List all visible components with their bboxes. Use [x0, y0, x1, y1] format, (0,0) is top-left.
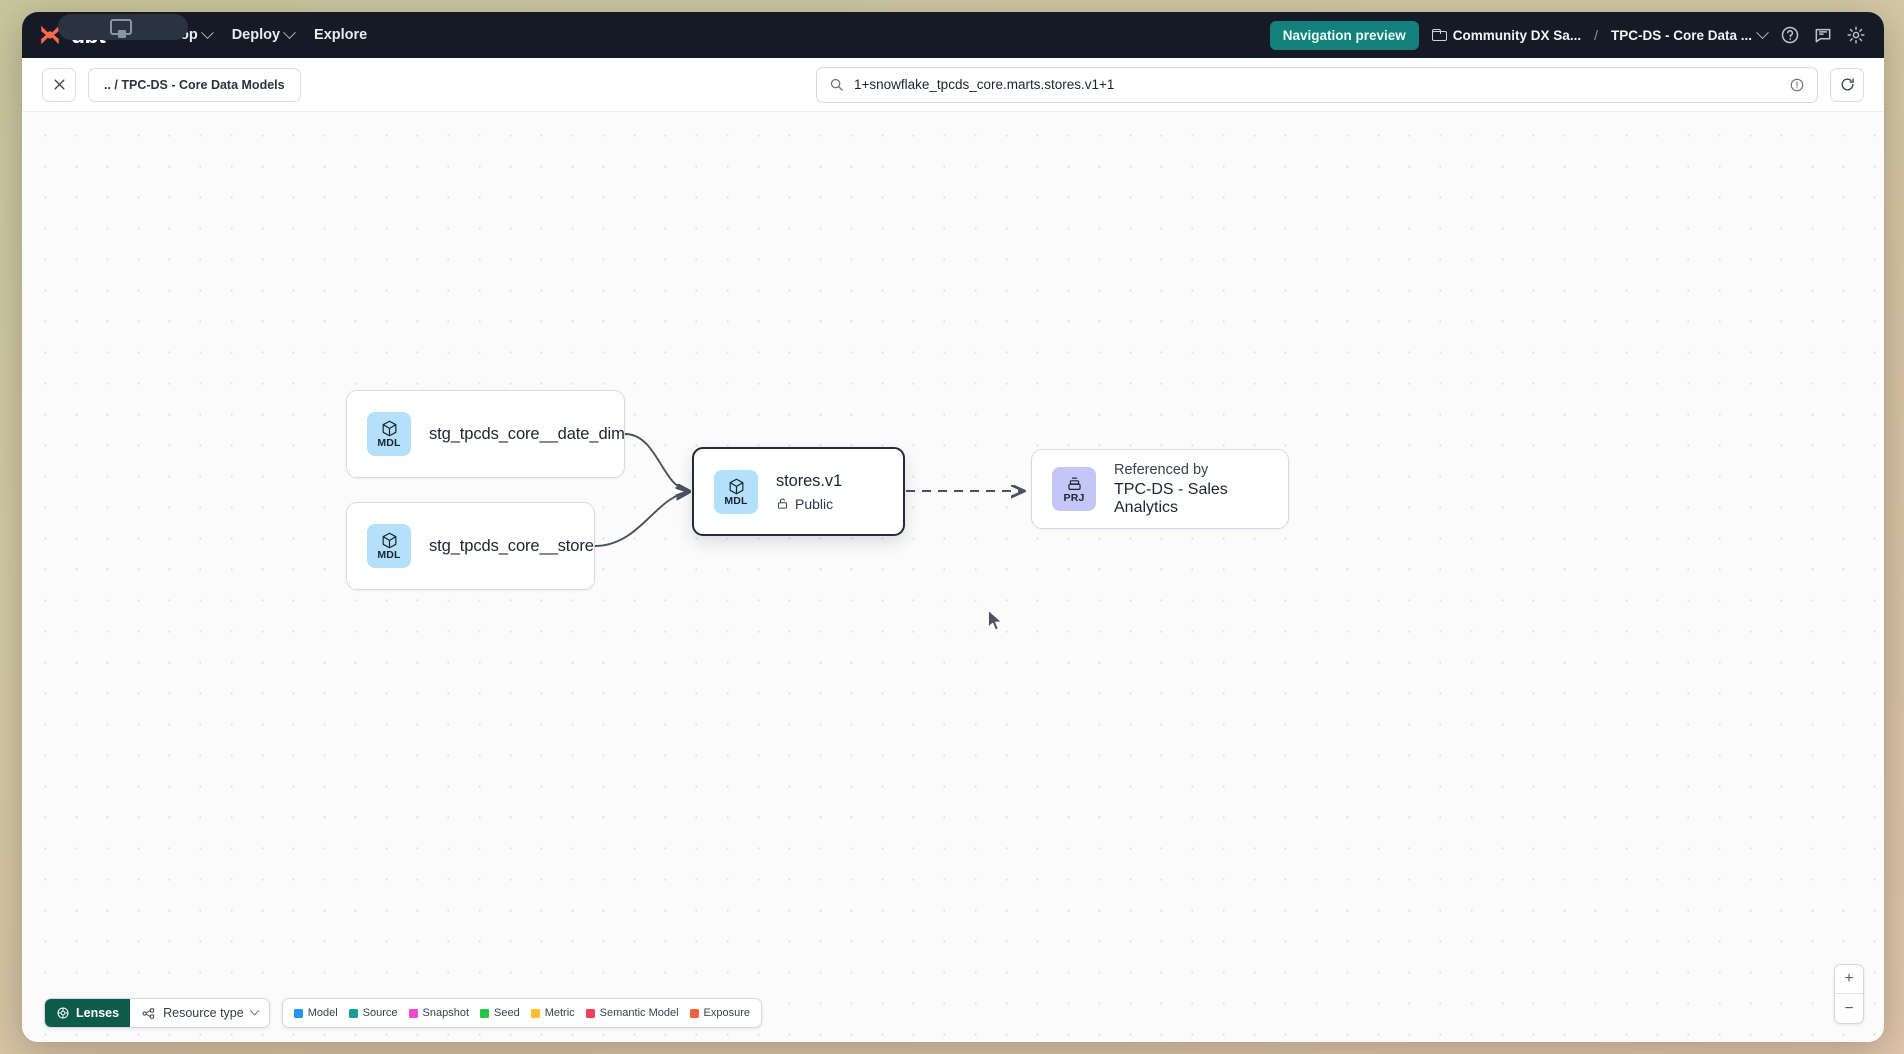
- graph-node-label: stg_tpcds_core__store: [429, 536, 594, 555]
- breadcrumb-project-label: TPC-DS - Core Data ...: [1610, 27, 1752, 43]
- access-level: Public: [776, 496, 842, 512]
- navigation-preview-badge[interactable]: Navigation preview: [1269, 20, 1419, 50]
- legend-swatch: [480, 1008, 490, 1018]
- feedback-icon[interactable]: [1813, 25, 1833, 45]
- zoom-in-button[interactable]: +: [1835, 965, 1863, 994]
- settings-gear-icon[interactable]: [1846, 25, 1866, 45]
- legend-item-model: Model: [293, 1007, 338, 1019]
- zoom-out-button[interactable]: −: [1844, 999, 1854, 1017]
- graph-node-text-group: Referenced by TPC-DS - Sales Analytics: [1114, 462, 1268, 517]
- browser-window: dbt Develop Deploy Explore Navigation pr…: [22, 12, 1884, 1042]
- close-icon: [53, 79, 65, 90]
- lens-icon: [57, 1007, 69, 1019]
- graph-node-stores-v1-selected[interactable]: MDL stores.v1 Public: [692, 447, 905, 536]
- model-badge: MDL: [714, 469, 758, 514]
- legend-label: Source: [362, 1007, 398, 1019]
- model-badge-label: MDL: [377, 437, 401, 450]
- legend-item-exposure: Exposure: [689, 1007, 751, 1019]
- legend-item-seed: Seed: [480, 1007, 520, 1019]
- resource-type-dropdown[interactable]: Resource type: [130, 999, 269, 1027]
- legend-swatch: [293, 1008, 303, 1018]
- legend-label: Semantic Model: [599, 1007, 679, 1019]
- project-stack-icon: [1067, 477, 1081, 491]
- chevron-down-icon: [283, 25, 296, 39]
- top-navbar: dbt Develop Deploy Explore Navigation pr…: [22, 12, 1884, 58]
- breadcrumb-account-label: Community DX Sa...: [1452, 27, 1582, 43]
- breadcrumb-path-chip[interactable]: .. / TPC-DS - Core Data Models: [88, 67, 301, 102]
- search-input[interactable]: [854, 77, 1779, 92]
- lineage-canvas[interactable]: MDL stg_tpcds_core__date_dim MDL stg_tpc…: [22, 112, 1884, 1042]
- refresh-button[interactable]: [1830, 67, 1864, 102]
- legend-label: Metric: [544, 1007, 575, 1019]
- explore-toolbar: .. / TPC-DS - Core Data Models: [22, 58, 1884, 112]
- cube-icon: [382, 532, 396, 549]
- breadcrumb-project[interactable]: TPC-DS - Core Data ...: [1610, 25, 1769, 43]
- resource-type-label: Resource type: [163, 1006, 244, 1020]
- refresh-icon: [1841, 78, 1854, 91]
- legend-label: Snapshot: [422, 1007, 470, 1019]
- model-badge: MDL: [367, 412, 411, 456]
- zoom-controls: + −: [1834, 964, 1864, 1024]
- graph-node-text-group: stores.v1 Public: [776, 472, 842, 512]
- project-badge: PRJ: [1052, 467, 1096, 511]
- info-icon[interactable]: [1789, 77, 1805, 93]
- breadcrumb-separator: /: [1594, 27, 1598, 43]
- chevron-down-icon: [249, 1005, 260, 1016]
- lenses-label: Lenses: [76, 1006, 120, 1020]
- nav-item-deploy-label: Deploy: [231, 27, 281, 43]
- mouse-cursor: [987, 609, 1002, 631]
- legend-label: Seed: [494, 1007, 520, 1019]
- cube-icon: [382, 420, 396, 437]
- unlock-icon: [778, 498, 787, 509]
- navbar-right-group: Navigation preview Community DX Sa... / …: [1269, 20, 1866, 50]
- legend-swatch: [348, 1008, 358, 1018]
- legend-item-source: Source: [348, 1007, 398, 1019]
- resource-graph-icon: [142, 1007, 155, 1019]
- lenses-group: Lenses Resource type: [44, 998, 270, 1028]
- lenses-button[interactable]: Lenses: [45, 999, 131, 1027]
- breadcrumb-account[interactable]: Community DX Sa...: [1431, 27, 1582, 43]
- graph-node-sales-analytics[interactable]: PRJ Referenced by TPC-DS - Sales Analyti…: [1031, 449, 1289, 529]
- browser-tab-pill[interactable]: [58, 14, 188, 40]
- graph-node-date-dim[interactable]: MDL stg_tpcds_core__date_dim: [346, 390, 625, 478]
- graph-node-label: stores.v1: [776, 471, 843, 490]
- model-badge-label: MDL: [724, 494, 748, 507]
- legend-swatch: [585, 1008, 595, 1018]
- legend-label: Exposure: [703, 1007, 751, 1019]
- legend-swatch: [408, 1008, 418, 1018]
- search-icon: [830, 78, 843, 91]
- chevron-down-icon: [200, 25, 214, 39]
- edge-date-dim-to-stores: [624, 433, 690, 491]
- folder-icon: [1431, 29, 1447, 41]
- legend-label: Model: [307, 1007, 338, 1019]
- project-badge-label: PRJ: [1063, 492, 1085, 505]
- model-badge: MDL: [367, 524, 411, 568]
- dbt-logo-icon: [41, 25, 59, 45]
- graph-node-store[interactable]: MDL stg_tpcds_core__store: [346, 502, 595, 590]
- lineage-edges: [594, 433, 1884, 547]
- resource-type-legend: Model Source Snapshot Seed Metric Semant…: [281, 998, 763, 1028]
- help-icon[interactable]: [1780, 25, 1800, 45]
- close-lineage-button[interactable]: [42, 67, 76, 102]
- graph-node-label: TPC-DS - Sales Analytics: [1114, 480, 1228, 516]
- legend-swatch: [530, 1008, 540, 1018]
- canvas-bottom-controls: Lenses Resource type Model Source: [44, 998, 763, 1028]
- nav-item-deploy[interactable]: Deploy: [222, 21, 304, 49]
- lineage-search-box[interactable]: [816, 66, 1818, 103]
- legend-item-metric: Metric: [530, 1007, 575, 1019]
- legend-item-semantic-model: Semantic Model: [585, 1007, 679, 1019]
- legend-swatch: [689, 1008, 699, 1018]
- nav-item-explore[interactable]: Explore: [304, 21, 377, 49]
- nav-item-explore-label: Explore: [314, 27, 368, 43]
- tab-favicon-icon: [110, 19, 132, 38]
- access-level-label: Public: [795, 495, 834, 512]
- cube-icon: [729, 478, 743, 495]
- chevron-down-icon: [1756, 25, 1769, 39]
- referenced-by-label: Referenced by: [1114, 461, 1209, 478]
- search-group: [816, 66, 1864, 103]
- graph-node-label: stg_tpcds_core__date_dim: [429, 424, 625, 443]
- edge-store-to-stores: [594, 492, 690, 547]
- model-badge-label: MDL: [377, 549, 401, 562]
- legend-item-snapshot: Snapshot: [408, 1007, 470, 1019]
